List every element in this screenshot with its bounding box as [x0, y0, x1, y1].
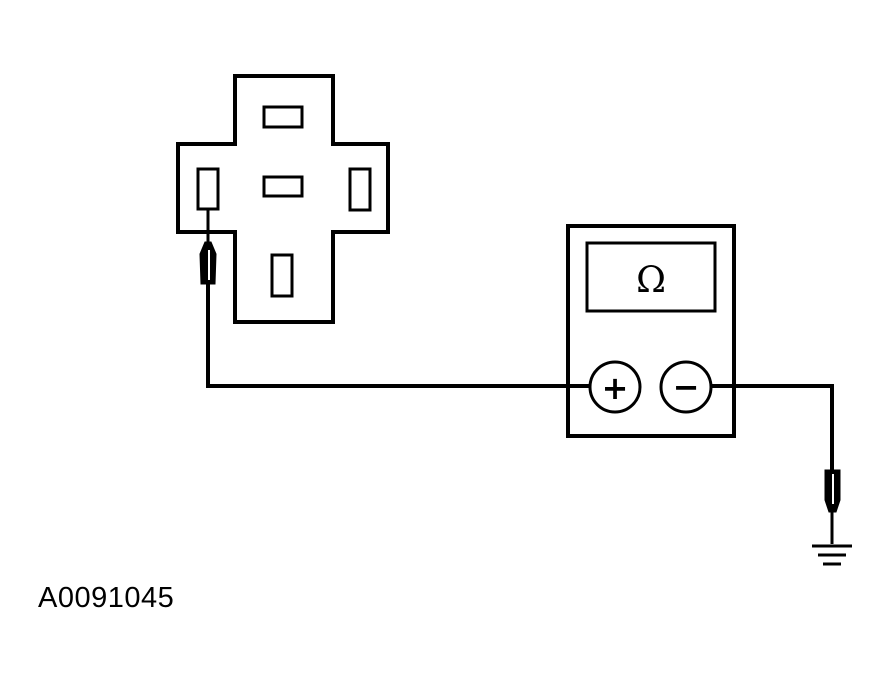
positive-terminal-label: + — [602, 369, 629, 407]
positive-terminal — [588, 360, 642, 414]
negative-test-lead — [711, 384, 841, 544]
relay-connector — [176, 74, 390, 324]
connector-pin-center — [262, 175, 304, 198]
ohmmeter: Ω + − — [566, 224, 736, 438]
meter-display — [585, 241, 717, 313]
positive-test-lead — [199, 209, 590, 388]
figure-id: A0091045 — [38, 582, 175, 614]
connector-pin-right — [348, 167, 372, 212]
connector-pin-left — [196, 167, 220, 211]
ground-symbol — [812, 544, 852, 566]
connector-pin-top — [262, 105, 304, 129]
ohm-symbol: Ω — [636, 260, 666, 301]
meter-body — [566, 224, 736, 438]
lead-wire-positive — [206, 284, 590, 388]
lead-wire-negative — [711, 384, 834, 470]
negative-terminal-label: − — [673, 368, 700, 406]
connector-body — [176, 74, 390, 324]
connector-pin-bottom — [270, 253, 294, 298]
